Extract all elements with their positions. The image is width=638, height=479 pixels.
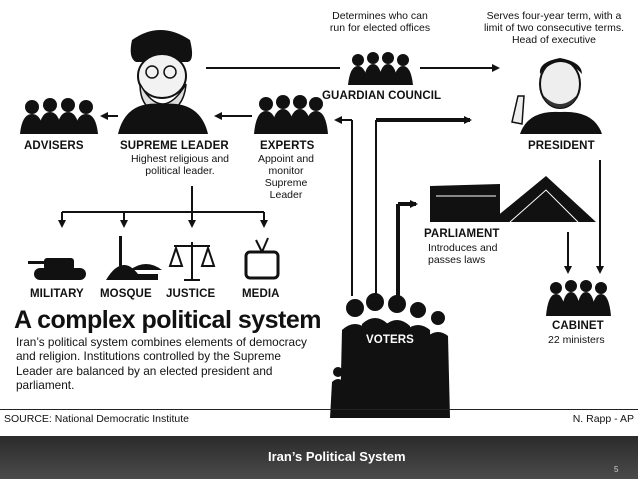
supreme-leader-portrait-icon [118, 30, 208, 134]
advisers-label: ADVISERS [24, 140, 84, 152]
voters-label: VOTERS [366, 334, 414, 346]
supreme-leader-label: SUPREME LEADER [120, 140, 229, 152]
parliament-desc: Introduces and passes laws [428, 242, 498, 267]
infographic-panel: ADVISERS SUPREME LEADER Highest religiou… [0, 0, 638, 436]
supreme-leader-desc: Highest religious and political leader. [130, 153, 230, 178]
military-tank-icon [28, 258, 86, 280]
media-label: MEDIA [242, 288, 280, 300]
connectors [58, 64, 604, 296]
mosque-label: MOSQUE [100, 288, 152, 300]
experts-desc: Appoint and monitor Supreme Leader [257, 153, 315, 202]
military-label: MILITARY [30, 288, 84, 300]
mosque-icon [106, 236, 162, 280]
justice-scales-icon [168, 242, 216, 281]
artist-credit: N. Rapp - AP [572, 413, 634, 425]
source-divider [0, 409, 638, 410]
intro-text: Iran’s political system combines element… [16, 335, 307, 393]
cabinet-desc: 22 ministers [548, 334, 605, 346]
president-label: PRESIDENT [528, 140, 595, 152]
cabinet-group-icon [546, 280, 611, 316]
president-desc: Serves four-year term, with a limit of t… [483, 10, 625, 47]
guardian-council-desc: Determines who can run for elected offic… [329, 10, 431, 35]
experts-label: EXPERTS [260, 140, 315, 152]
slide-title: Iran’s Political System [268, 449, 406, 464]
cabinet-label: CABINET [552, 320, 604, 332]
president-portrait-icon [511, 58, 602, 134]
guardian-council-group-icon [348, 52, 413, 85]
slide-footer [0, 436, 638, 479]
justice-label: JUSTICE [166, 288, 216, 300]
page-number: 5 [614, 465, 619, 474]
guardian-council-label: GUARDIAN COUNCIL [322, 90, 442, 102]
headline: A complex political system [14, 306, 322, 334]
parliament-building-icon [430, 176, 596, 223]
advisers-group-icon [20, 98, 98, 134]
experts-group-icon [254, 95, 328, 134]
diagram-artwork [20, 30, 611, 418]
source-credit: SOURCE: National Democratic Institute [4, 413, 189, 425]
parliament-label: PARLIAMENT [424, 228, 500, 240]
media-tv-icon [244, 237, 280, 280]
voters-crowd-icon [330, 293, 450, 418]
